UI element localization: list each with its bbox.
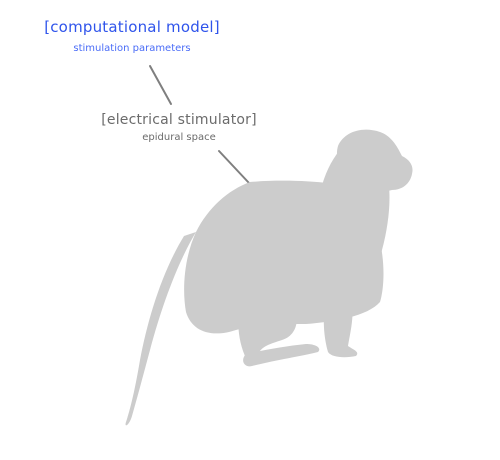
electrical-stimulator-subtitle: epidural space (142, 132, 216, 143)
monkey-silhouette-icon (125, 129, 413, 426)
connector-model-to-stimulator (149, 65, 172, 105)
computational-model-label: [computational model] stimulation parame… (34, 18, 230, 54)
connector-stimulator-to-monkey (218, 150, 250, 184)
electrical-stimulator-title: [electrical stimulator] (101, 112, 257, 128)
computational-model-subtitle: stimulation parameters (73, 43, 191, 54)
electrical-stimulator-label: [electrical stimulator] epidural space (90, 112, 268, 143)
computational-model-title: [computational model] (44, 18, 220, 36)
